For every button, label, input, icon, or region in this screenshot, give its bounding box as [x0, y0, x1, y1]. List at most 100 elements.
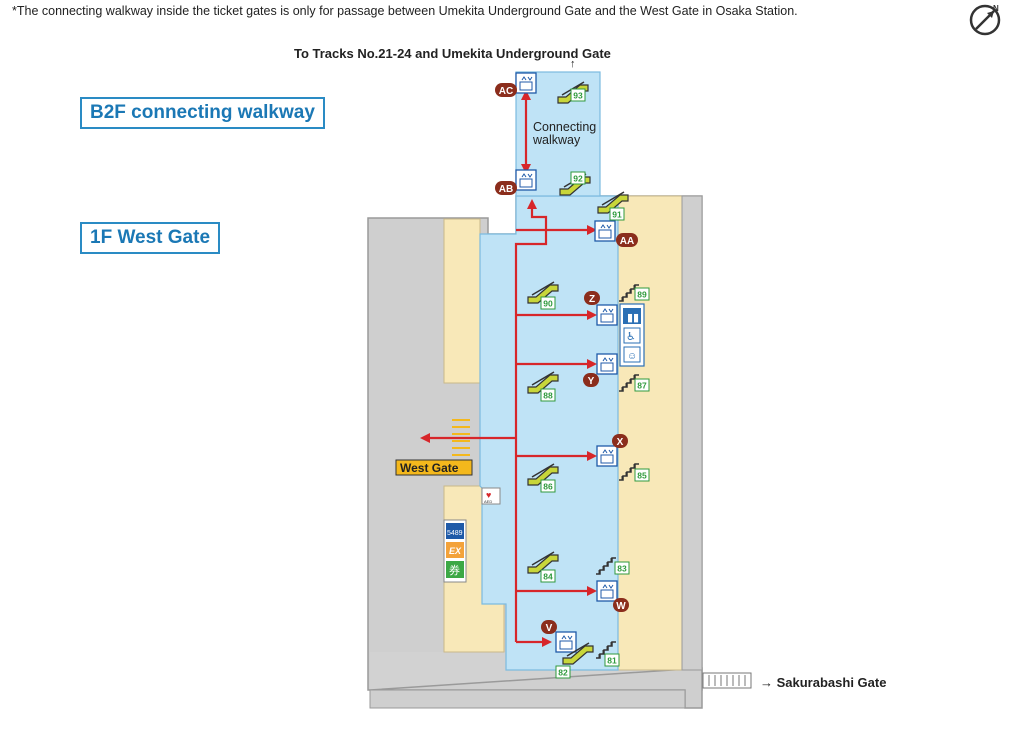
destination-top-arrow: ↑: [570, 58, 576, 70]
elevator-icon: [515, 72, 537, 94]
elevator-icon: [594, 220, 616, 242]
elevator-badge: [612, 434, 628, 448]
elevator-badge: [541, 620, 557, 634]
compass-letter: N: [993, 4, 999, 13]
svg-text:☺: ☺: [627, 351, 637, 362]
destination-sakurabashi-label: → Sakurabashi Gate: [760, 675, 887, 690]
escalator-icon: [562, 642, 594, 665]
stair-number-88: 88: [540, 388, 556, 402]
baby-room-icon: ☺: [623, 346, 641, 363]
elevator-icon: [515, 169, 537, 191]
walkway-route: [428, 96, 591, 644]
ticket-ex-label: EX: [449, 546, 462, 556]
stair-number-81: 81: [604, 653, 620, 667]
stair-number-84: 84: [540, 569, 556, 583]
escalator-icon: [527, 551, 559, 574]
elevator-layer: AC AB AA Z Y X W V: [495, 72, 638, 653]
svg-text:92: 92: [573, 174, 583, 184]
stairs-icon: [619, 463, 639, 481]
elevator-badge: [584, 291, 600, 305]
elevator-badge: [495, 181, 517, 195]
svg-text:84: 84: [543, 572, 553, 582]
level-1f-label: 1F West Gate: [80, 222, 221, 254]
stair-number-87: 87: [634, 378, 650, 392]
svg-text:88: 88: [543, 391, 553, 401]
stair-number-86: 86: [540, 479, 556, 493]
svg-text:90: 90: [543, 299, 553, 309]
ticket-5489-label: 5489: [447, 530, 463, 537]
stair-number-90: 90: [540, 296, 556, 310]
connecting-walkway-line2: walkway: [532, 133, 581, 147]
elevator-badge: [583, 373, 599, 387]
north-compass-icon: N: [969, 4, 1001, 36]
ticket-machine-group: 5489 EX 券: [443, 519, 467, 583]
stair-number-85: 85: [634, 468, 650, 482]
stairs-icon: [619, 284, 639, 302]
svg-text:♿: ♿: [626, 331, 636, 343]
svg-text:93: 93: [573, 91, 583, 101]
stair-number-91: 91: [609, 207, 625, 221]
elevator-z: Z: [584, 291, 618, 326]
stairs-icon: [596, 557, 616, 575]
elevator-v: V: [541, 620, 577, 653]
svg-text:87: 87: [637, 381, 647, 391]
level-b2f-label: B2F connecting walkway: [80, 97, 325, 129]
elevator-badge: [616, 233, 638, 247]
south-bottom-wall: [369, 689, 686, 709]
stairs-icon: [596, 641, 616, 659]
elevator-badge: [495, 83, 517, 97]
escalator-icon: [527, 463, 559, 486]
west-gate-label-box: [395, 459, 473, 476]
elevator-x: X: [596, 434, 628, 467]
svg-text:91: 91: [612, 210, 622, 220]
sakurabashi-gate-barrier: [702, 672, 752, 689]
elevator-icon: [555, 631, 577, 653]
stairs-icon: [619, 374, 639, 392]
svg-text:▮▮: ▮▮: [627, 312, 639, 324]
elevator-badge-label: Z: [589, 294, 595, 305]
elevator-badge-label: Y: [588, 376, 595, 387]
elevator-icon: [596, 445, 618, 467]
connecting-walkway-line1: Connecting: [533, 120, 596, 134]
elevator-badge-label: AB: [499, 184, 513, 195]
destination-top-label: To Tracks No.21-24 and Umekita Undergrou…: [294, 46, 611, 61]
west-gate-label: West Gate: [400, 461, 459, 475]
svg-text:85: 85: [637, 471, 647, 481]
escalator-icon: [527, 371, 559, 394]
ticket-ken-label: 券: [449, 563, 460, 577]
aed-label: AED: [484, 499, 492, 504]
wheelchair-icon: ♿: [623, 327, 641, 344]
aed-icon: ♥ AED: [481, 487, 501, 505]
west-gate-barrier: [452, 419, 470, 456]
elevator-icon: [596, 304, 618, 326]
elevator-badge-label: AC: [499, 86, 513, 97]
elevator-ac: AC: [495, 72, 537, 97]
svg-text:89: 89: [637, 290, 647, 300]
svg-text:81: 81: [607, 656, 617, 666]
svg-text:♥: ♥: [486, 490, 491, 500]
stairs-layer: [596, 284, 639, 659]
elevator-badge-label: W: [616, 601, 626, 612]
elevator-badge-label: AA: [620, 236, 634, 247]
shop-area-left-upper: [443, 218, 481, 384]
elevator-ab: AB: [495, 169, 537, 195]
notice-text: *The connecting walkway inside the ticke…: [12, 4, 798, 18]
stair-number-93: 93: [570, 88, 586, 102]
restroom-icon: ▮▮: [623, 308, 641, 324]
right-wall-strip: [681, 195, 703, 671]
elevator-w: W: [596, 580, 629, 612]
elevator-badge-label: V: [546, 623, 553, 634]
route-arrowheads: [420, 90, 597, 647]
elevator-badge-label: X: [617, 437, 624, 448]
stair-number-layer: 93 92 91 90 89 88 87 86 85 84 83 82 81: [540, 88, 650, 679]
elevator-aa: AA: [594, 220, 638, 247]
svg-text:82: 82: [558, 668, 568, 678]
stair-number-89: 89: [634, 287, 650, 301]
stair-number-82: 82: [555, 665, 571, 679]
svg-text:86: 86: [543, 482, 553, 492]
stair-number-83: 83: [614, 561, 630, 575]
escalator-icon: [597, 191, 629, 214]
elevator-icon: [596, 353, 618, 375]
escalator-icon: [527, 281, 559, 304]
